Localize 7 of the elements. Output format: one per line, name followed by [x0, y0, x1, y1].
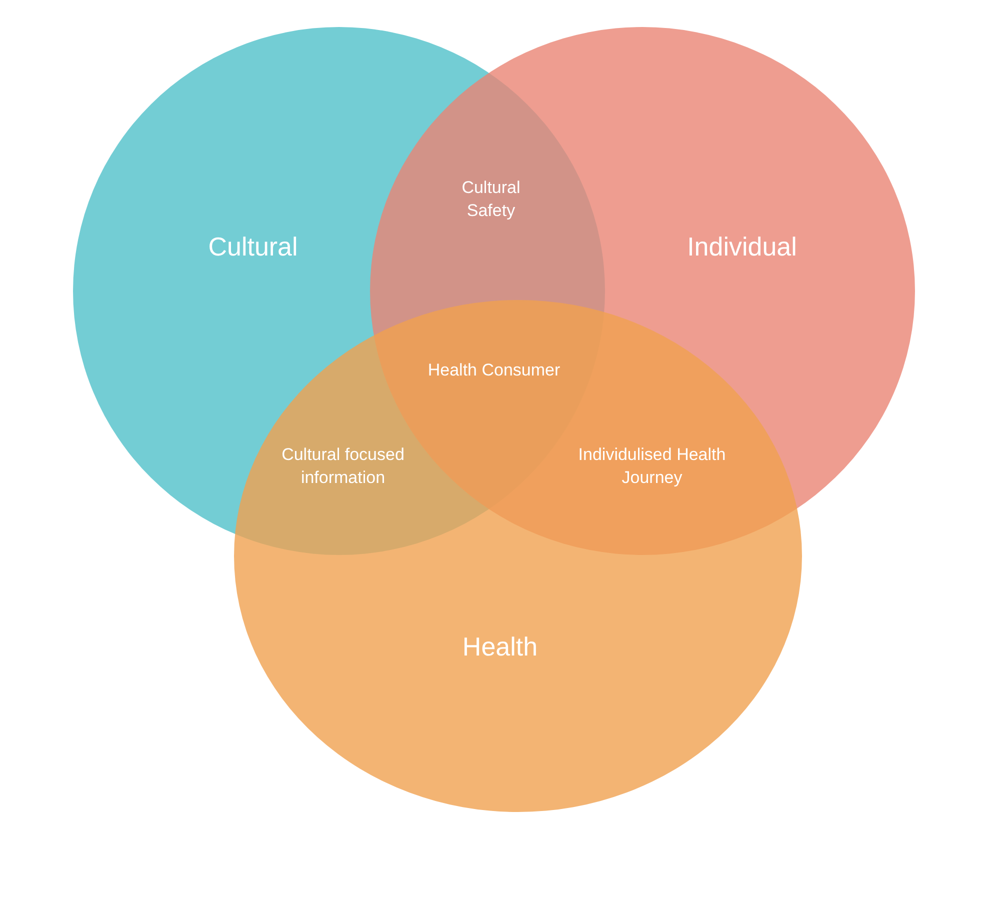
set-title: Health [462, 632, 538, 662]
set-title: Individual [687, 232, 797, 262]
overlap-label: Cultural focused information [280, 444, 406, 489]
set-title: Cultural [208, 232, 298, 262]
overlap-label: Cultural Safety [460, 177, 522, 222]
overlap-label: Health Consumer [426, 360, 562, 382]
overlap-label: Individulised Health Journey [577, 444, 727, 489]
